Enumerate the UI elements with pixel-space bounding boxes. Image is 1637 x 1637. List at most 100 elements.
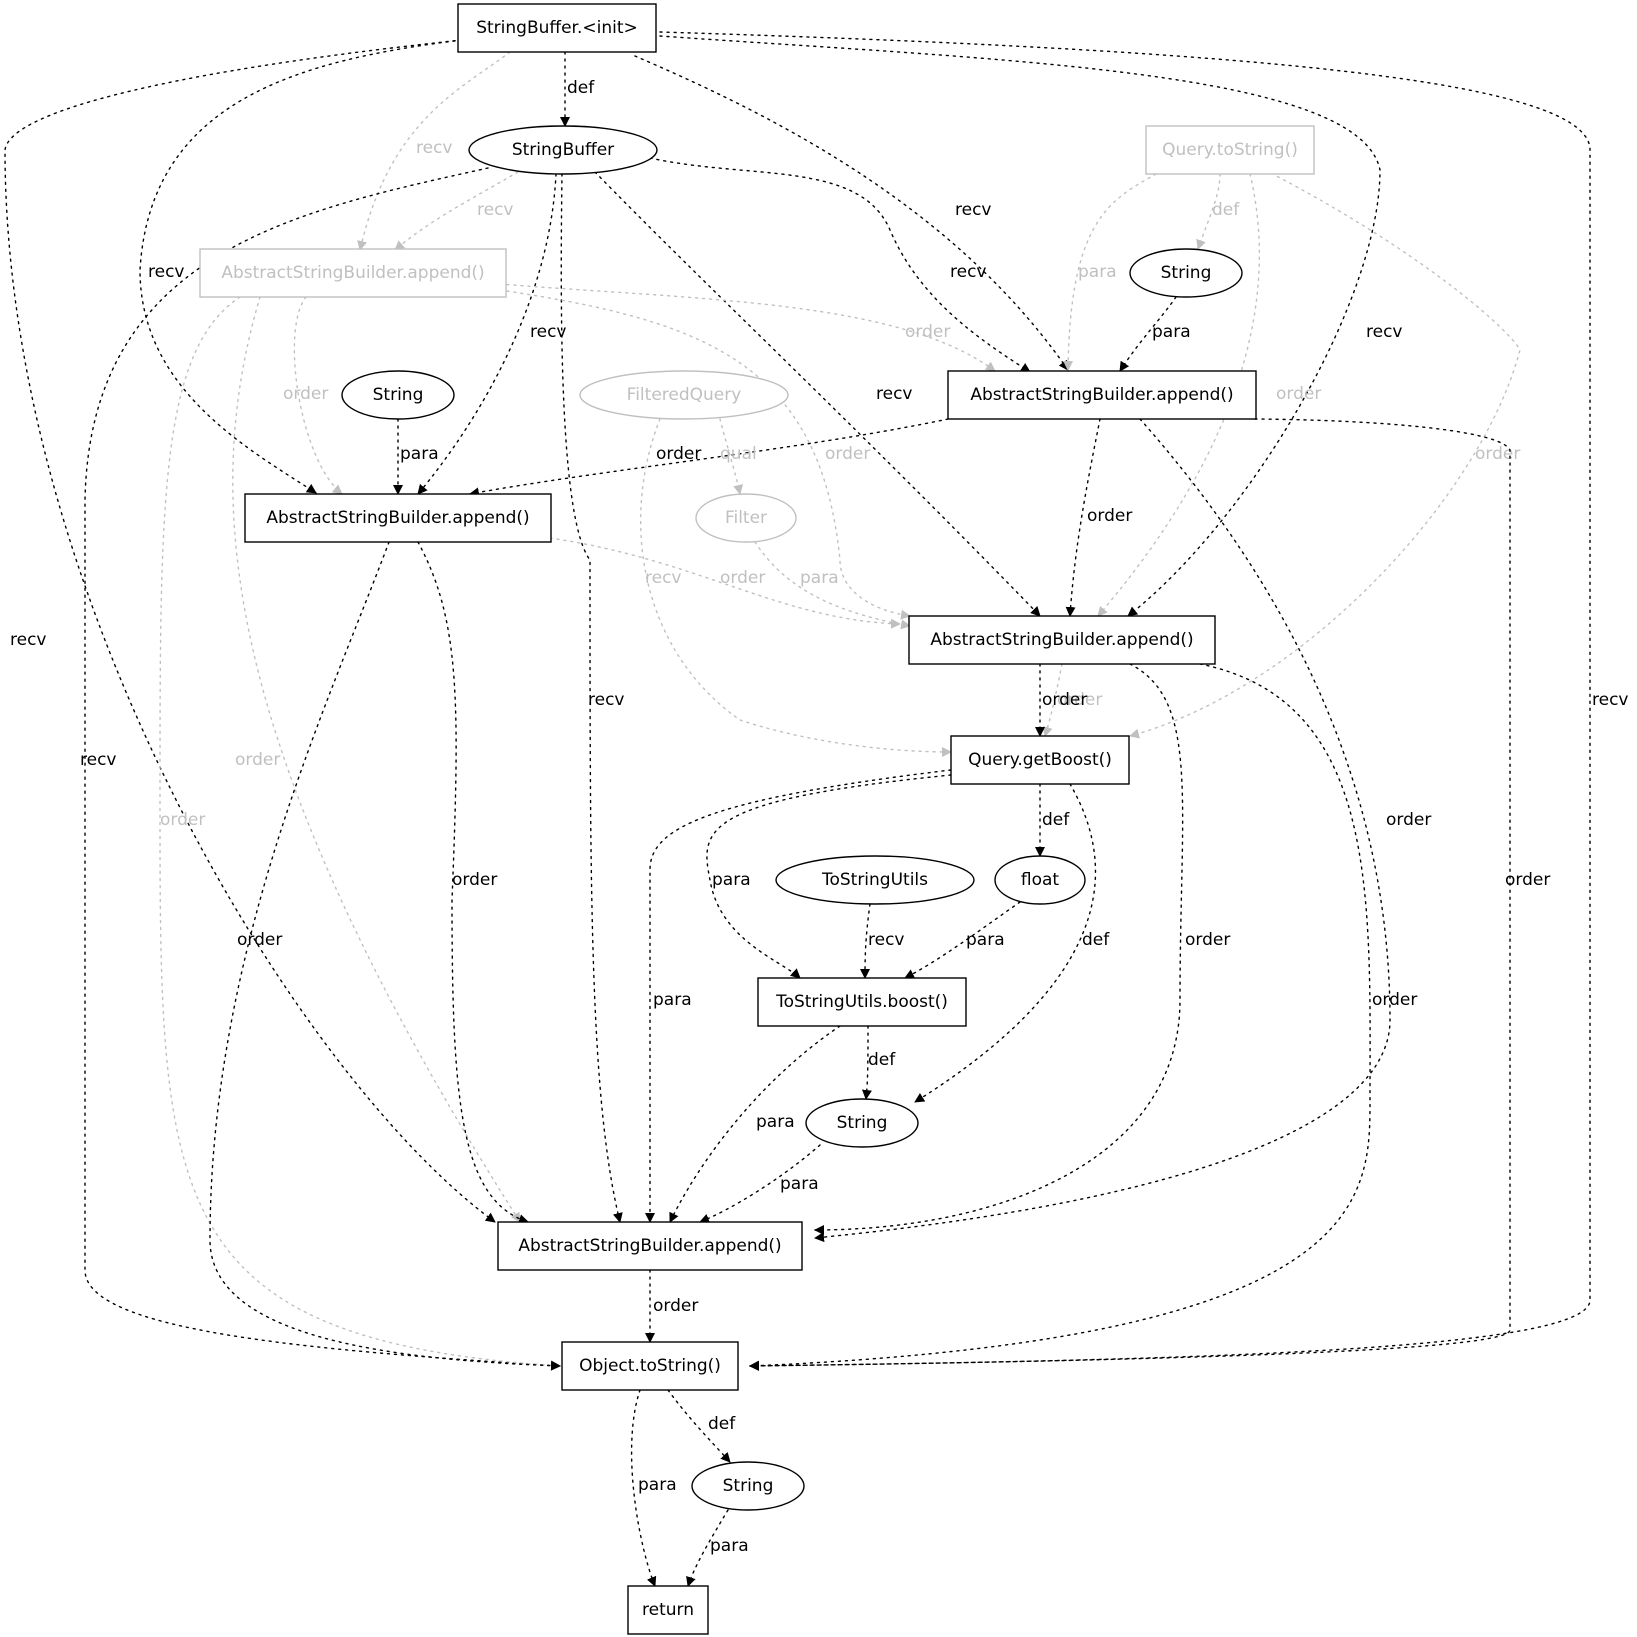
edge-recv-e09 (84, 167, 561, 1371)
edge-recv-e02 (357, 51, 511, 251)
node-label-sb_init: StringBuffer.<init> (476, 18, 638, 38)
edge-order-e34 (209, 541, 561, 1371)
edge-recv-e05 (634, 55, 1069, 371)
edge-recv-e30 (640, 418, 952, 757)
node-label-str_o: String (723, 1476, 774, 1496)
edge-label-e40: para (653, 990, 692, 1010)
edge-order-e33 (417, 541, 529, 1224)
edge-label-e03: recv (148, 262, 184, 282)
edge-label-e47: para (780, 1174, 819, 1194)
node-ots: Object.toString() (561, 1341, 739, 1391)
node-asb_b: AbstractStringBuilder.append() (497, 1221, 803, 1271)
edge-label-e31: para (800, 568, 839, 588)
node-label-asb_g: AbstractStringBuilder.append() (221, 263, 484, 283)
edge-label-e48: order (653, 1296, 698, 1316)
node-label-ots: Object.toString() (579, 1356, 721, 1376)
edge-label-e38: order (1042, 690, 1087, 710)
node-qgb: Query.getBoost() (950, 735, 1130, 785)
edge-para-e46 (669, 1025, 841, 1223)
node-asb_r: AbstractStringBuilder.append() (947, 370, 1257, 420)
edge-order-e35 (814, 663, 1184, 1235)
node-asb_g: AbstractStringBuilder.append() (199, 248, 507, 298)
edges-layer: defrecvrecvrecvrecvrecvrecvrecvrecvrecvr… (4, 31, 1628, 1587)
edge-label-e45: def (868, 1050, 896, 1070)
node-qts: Query.toString() (1145, 125, 1315, 175)
node-shape-asb_l (244, 493, 552, 543)
node-shape-qgb (950, 735, 1130, 785)
edge-recv-e07 (659, 31, 1591, 1371)
edge-recv-e06 (659, 35, 1381, 617)
edge-label-e44: para (966, 930, 1005, 950)
edge-label-e24: para (400, 444, 439, 464)
edge-label-e20: order (283, 384, 328, 404)
edge-recv-e12 (649, 157, 1031, 373)
edge-para-e40 (645, 769, 952, 1223)
edge-order-e22 (232, 296, 521, 1223)
edge-label-e04: recv (10, 630, 46, 650)
edge-order-e19 (499, 283, 996, 372)
node-boost: ToStringUtils.boost() (757, 977, 967, 1027)
node-shape-str_b (805, 1098, 919, 1148)
node-shape-asb_r (947, 370, 1257, 420)
node-shape-tsu (775, 855, 975, 905)
edge-label-e39: def (1042, 810, 1070, 830)
edge-label-e26: order (1087, 506, 1132, 526)
edge-label-e51: para (710, 1536, 749, 1556)
node-sb: StringBuffer (468, 125, 658, 175)
node-flt: float (994, 855, 1086, 905)
edge-para-e31 (754, 541, 911, 630)
edge-order-e26 (1065, 418, 1101, 617)
node-filter: Filter (695, 493, 797, 543)
node-label-qgb: Query.getBoost() (968, 750, 1112, 770)
node-label-str_l: String (373, 385, 424, 405)
edge-label-e07: recv (1592, 690, 1628, 710)
edge-label-e01: def (567, 78, 595, 98)
edge-label-e05: recv (955, 200, 991, 220)
edge-def-e45 (861, 1025, 872, 1100)
edge-qual-e29 (719, 418, 744, 495)
node-label-boost: ToStringUtils.boost() (775, 992, 948, 1012)
node-tsu: ToStringUtils (775, 855, 975, 905)
node-shape-fq (579, 370, 789, 420)
node-label-asb_b: AbstractStringBuilder.append() (518, 1236, 781, 1256)
node-asb_l: AbstractStringBuilder.append() (244, 493, 552, 543)
node-shape-qts (1145, 125, 1315, 175)
node-fq: FilteredQuery (579, 370, 789, 420)
edge-order-e32 (549, 537, 901, 629)
edge-recv-e08 (394, 171, 519, 251)
edge-order-e23 (159, 296, 561, 1371)
edge-label-e19: order (905, 322, 950, 342)
edge-label-e46: para (756, 1112, 795, 1132)
node-shape-asb_m (908, 615, 1216, 665)
edge-def-e42 (914, 783, 1097, 1103)
node-label-str_b: String (837, 1113, 888, 1133)
node-shape-flt (994, 855, 1086, 905)
node-label-flt: float (1021, 870, 1060, 890)
node-shape-ret (627, 1585, 709, 1635)
edge-label-e36: order (1057, 690, 1102, 710)
node-label-fq: FilteredQuery (627, 385, 742, 405)
node-shape-filter (695, 493, 797, 543)
edge-label-e23: order (160, 810, 205, 830)
edge-label-e10: recv (530, 322, 566, 342)
edge-order-e37 (749, 663, 1371, 1371)
node-shape-str_l (341, 370, 455, 420)
node-str_o: String (691, 1461, 805, 1511)
edge-para-e50 (630, 1389, 657, 1587)
edge-recv-e04 (4, 39, 496, 1223)
node-str_b: String (805, 1098, 919, 1148)
edge-recv-e10 (417, 173, 557, 495)
edge-def-e49 (667, 1389, 731, 1463)
edge-order-e16 (1097, 173, 1261, 617)
edge-label-e33: order (452, 870, 497, 890)
edge-label-e22: order (235, 750, 280, 770)
edge-order-e28 (749, 418, 1511, 1371)
edge-label-e34: order (237, 930, 282, 950)
edge-label-e28: order (1505, 870, 1550, 890)
node-shape-sb_init (457, 3, 657, 53)
edge-order-e36 (1042, 663, 1063, 737)
edge-label-e17: order (1475, 444, 1520, 464)
node-shape-sb (468, 125, 658, 175)
node-label-asb_l: AbstractStringBuilder.append() (266, 508, 529, 528)
edge-label-e06: recv (1366, 322, 1402, 342)
